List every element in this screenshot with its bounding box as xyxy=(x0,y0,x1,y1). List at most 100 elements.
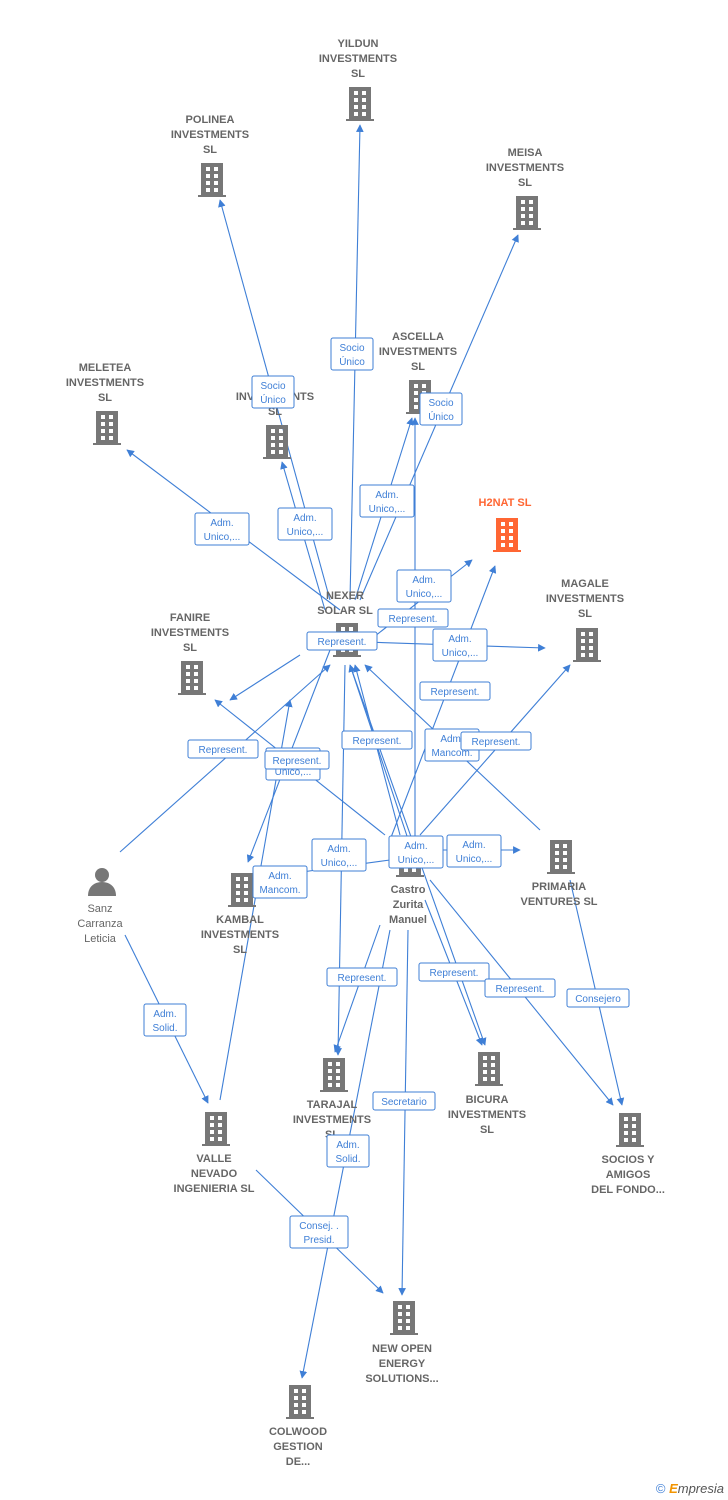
node-label-line: YILDUN xyxy=(338,38,379,50)
relation-box xyxy=(311,838,367,872)
node-label-line: POLINEA xyxy=(186,114,235,126)
relation-text: Mancom. xyxy=(431,748,472,759)
building-icon xyxy=(493,518,521,552)
relation-box xyxy=(326,1134,370,1168)
node-label-line: Carranza xyxy=(77,918,123,930)
relation-text: Adm. xyxy=(412,575,435,586)
relation-label-r-adm-castro2[interactable]: Adm.Unico,... xyxy=(388,835,444,869)
relation-text: Unico,... xyxy=(204,532,241,543)
node-label-line: INVESTMENTS xyxy=(546,593,624,605)
relation-label-r-rep-socios[interactable]: Represent. xyxy=(484,978,556,998)
node-label-line: SOCIOS Y xyxy=(602,1154,656,1166)
relation-label-r-adm-hidden[interactable]: Adm.Unico,... xyxy=(277,507,333,541)
relation-text: Consej. . xyxy=(299,1221,338,1232)
relation-text: Adm. xyxy=(153,1009,176,1020)
company-node-colwood[interactable]: COLWOODGESTIONDE... xyxy=(269,1385,327,1468)
relation-label-r-rep-bicura[interactable]: Represent. xyxy=(418,962,490,982)
node-label-line: NEXER xyxy=(326,590,364,602)
node-label-line: ENERGY xyxy=(379,1358,426,1370)
building-icon xyxy=(547,840,575,874)
relation-text: Represent. xyxy=(273,756,322,767)
company-node-nexer[interactable]: NEXER SOLAR SL xyxy=(317,590,373,657)
relation-text: Presid. xyxy=(303,1235,334,1246)
node-label-line: INVESTMENTS xyxy=(448,1109,526,1121)
relation-label-r-adm-ascella[interactable]: Adm.Unico,... xyxy=(359,484,415,518)
company-node-newopen[interactable]: NEW OPENENERGYSOLUTIONS... xyxy=(365,1301,439,1385)
relation-label-r-rep-nexer1[interactable]: Represent. xyxy=(377,608,449,628)
relation-label-r-adm-castro1[interactable]: Adm.Unico,... xyxy=(311,838,367,872)
node-label-line: SL xyxy=(183,642,197,654)
relation-text: Unico,... xyxy=(287,527,324,538)
relation-label-r-adm-mancom2[interactable]: Adm.Mancom. xyxy=(252,865,308,899)
relation-text: Adm. xyxy=(448,634,471,645)
node-label-line: INVESTMENTS xyxy=(66,377,144,389)
relation-text: Solid. xyxy=(152,1023,177,1034)
node-label-line: SOLAR SL xyxy=(317,605,373,617)
relation-label-r-adm-primaria[interactable]: Adm.Unico,... xyxy=(446,834,502,868)
node-label-line: PRIMARIA xyxy=(532,881,586,893)
relation-box xyxy=(432,628,488,662)
node-label-line: SL xyxy=(578,608,592,620)
relation-box xyxy=(460,731,532,751)
company-node-h2nat[interactable]: H2NAT SL xyxy=(479,497,532,552)
brand-initial: E xyxy=(669,1481,678,1496)
relation-text: Represent. xyxy=(318,637,367,648)
relation-label-r-rep-nexer5[interactable]: Represent. xyxy=(264,750,330,770)
node-label-line: MAGALE xyxy=(561,578,609,590)
building-icon xyxy=(178,661,206,695)
relation-label-r-adm-solid2[interactable]: Adm.Solid. xyxy=(326,1134,370,1168)
relation-box xyxy=(264,750,330,770)
node-label-line: SL xyxy=(480,1124,494,1136)
node-label-line: ASCELLA xyxy=(392,331,444,343)
relation-label-r-rep-sanz[interactable]: Represent. xyxy=(187,739,259,759)
relation-label-r-adm-magale[interactable]: Adm.Unico,... xyxy=(432,628,488,662)
relation-label-r-rep-nexer6[interactable]: Represent. xyxy=(460,731,532,751)
company-node-magale[interactable]: MAGALE INVESTMENTS SL xyxy=(546,578,624,662)
building-icon xyxy=(93,411,121,445)
relation-label-r-secretario[interactable]: Secretario xyxy=(372,1091,436,1111)
relation-label-r-adm-meletea[interactable]: Adm.Unico,... xyxy=(194,512,250,546)
company-node-tarajal[interactable]: TARAJALINVESTMENTSSL xyxy=(293,1058,371,1141)
relation-box xyxy=(419,681,491,701)
node-label-line: DEL FONDO... xyxy=(591,1184,665,1196)
node-label-line: SL xyxy=(518,177,532,189)
relation-text: Mancom. xyxy=(259,885,300,896)
relation-label-r-rep-tarajal[interactable]: Represent. xyxy=(326,967,398,987)
relation-text: Unico,... xyxy=(321,858,358,869)
relation-label-r-consej-presid[interactable]: Consej. . Presid. xyxy=(289,1215,349,1249)
relation-text: Único xyxy=(339,355,365,368)
relation-text: Represent. xyxy=(389,614,438,625)
node-label-line: SL xyxy=(233,944,247,956)
empresia-watermark: © Empresia xyxy=(656,1481,724,1496)
node-label-line: SL xyxy=(203,144,217,156)
relation-box xyxy=(306,631,378,651)
relation-label-r-adm-h2nat[interactable]: Adm.Unico,... xyxy=(396,569,452,603)
building-icon xyxy=(573,628,601,662)
node-label-line: Zurita xyxy=(393,899,424,911)
relation-label-r-rep-nexer3[interactable]: Represent. xyxy=(419,681,491,701)
building-icon xyxy=(390,1301,418,1335)
node-label-line: DE... xyxy=(286,1456,310,1468)
building-icon xyxy=(320,1058,348,1092)
node-label-line: INVESTMENTS xyxy=(319,53,397,65)
relation-label-r-consejero[interactable]: Consejero xyxy=(566,988,630,1008)
relation-label-r-adm-solid1[interactable]: Adm. Solid. xyxy=(143,1003,187,1037)
relation-label-r-rep-nexer4[interactable]: Represent. xyxy=(341,730,413,750)
relation-label-r-rep-nexer2[interactable]: Represent. xyxy=(306,631,378,651)
